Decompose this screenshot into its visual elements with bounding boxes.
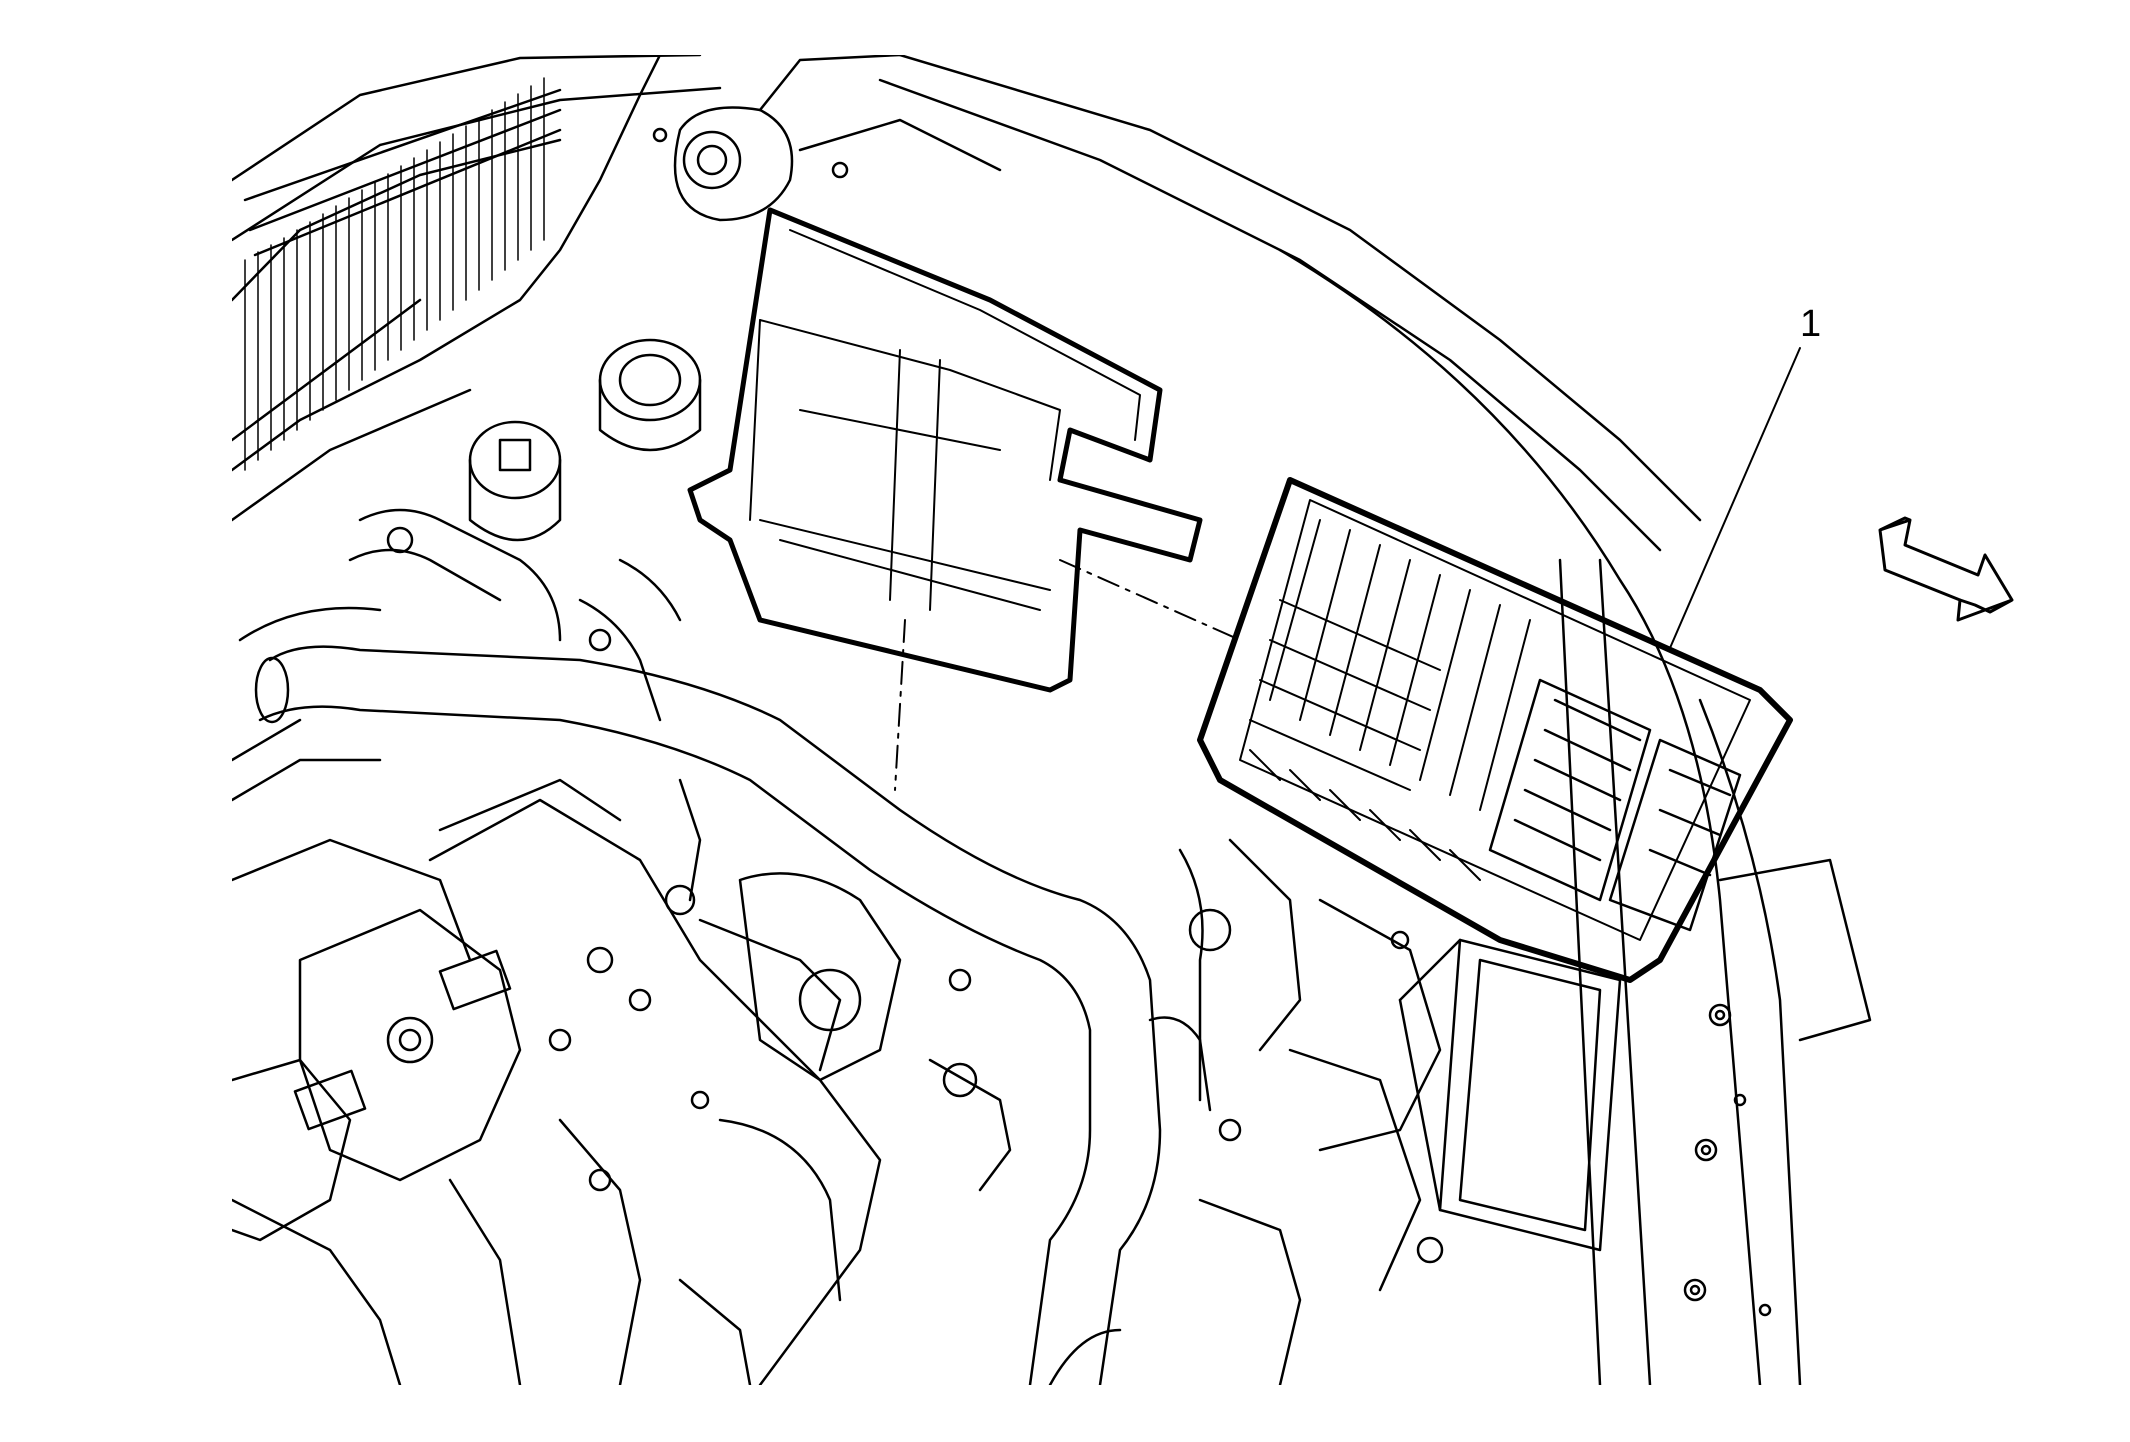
callout-leader-line [1669,347,1801,649]
engine-center-details [738,838,1444,1385]
ecm-bracket [687,207,1203,693]
fluid-reservoir-caps [468,338,702,542]
fender-edge [878,55,1872,1385]
intake-manifold [232,778,882,1385]
alignment-lines [894,559,1241,791]
coolant-hoses [232,508,682,802]
forward-arrow-icon [1878,516,2014,622]
callout-number-1: 1 [1800,303,1822,345]
ecm-bracket-detail [749,229,1141,611]
fuse-block [1398,938,1622,1252]
strut-tower [652,55,1002,222]
air-intake-duct [254,645,1162,1385]
windshield-cowl [232,55,722,522]
ecm-module [1197,477,1793,983]
